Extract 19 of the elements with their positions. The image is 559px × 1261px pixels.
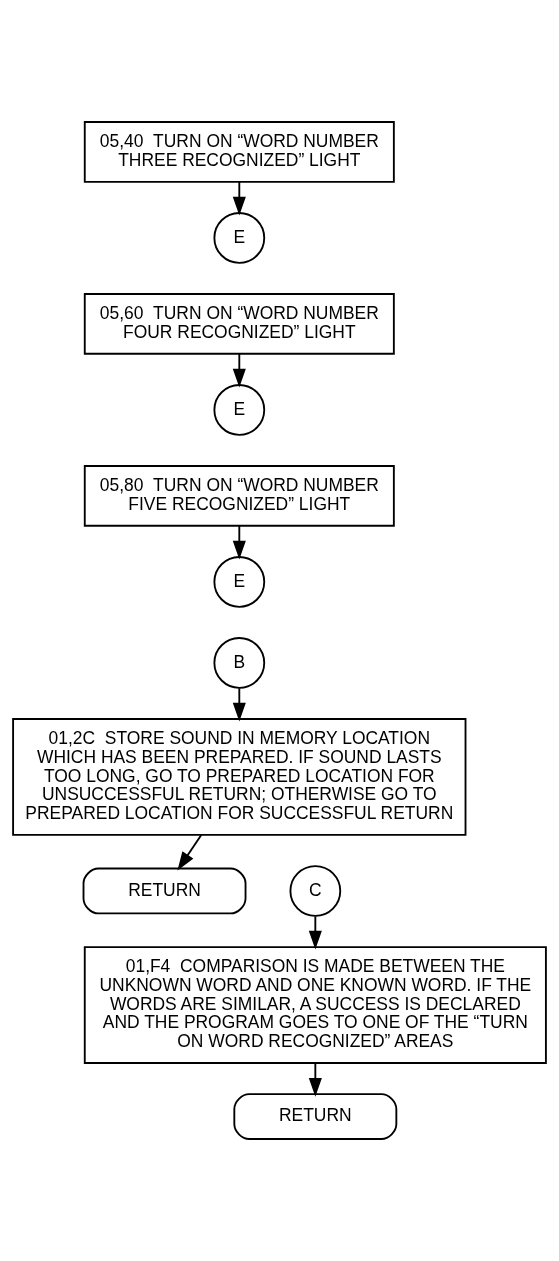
node-circle: C [289,865,342,917]
node-box: RETURN [82,867,247,915]
node-box: 05,80 TURN ON “WORD NUMBER FIVE RECOGNIZED” LIGHT [83,465,395,527]
node-box: 01,F4 COMPARISON IS MADE BETWEEN THE UNKNOWN WORD AND ONE KNOWN WORD. IF THE WORDS ARE SIMILAR, A SUCCESS IS DECLARED AND THE PROGRAM GOES TO ONE OF THE “TURN ON WORD RECOGNIZED” AREAS [83,946,547,1064]
arrow [308,1062,322,1097]
node-circle: E [213,212,266,264]
arrow [232,524,246,560]
arrow [232,352,246,388]
node-box: 05,40 TURN ON “WORD NUMBER THREE RECOGNIZED” LIGHT [83,121,395,183]
node-box: 05,60 TURN ON “WORD NUMBER FOUR RECOGNIZED” LIGHT [83,293,395,355]
arrow [308,915,322,950]
node-circle: B [213,637,266,689]
node-box: RETURN [233,1093,398,1140]
arrow [232,687,246,722]
arrow [232,180,246,216]
arrow [177,834,203,871]
node-circle: E [213,556,266,608]
node-circle: E [213,384,266,436]
node-box: 01,2C STORE SOUND IN MEMORY LOCATION WHICH HAS BEEN PREPARED. IF SOUND LASTS TOO LONG, GO TO PREPARED LOCATION FOR UNSUCCESSFUL RETURN; OTHERWISE GO TO PREPARED LOCATION FOR SUCCESSFUL RETURN [12,718,467,836]
